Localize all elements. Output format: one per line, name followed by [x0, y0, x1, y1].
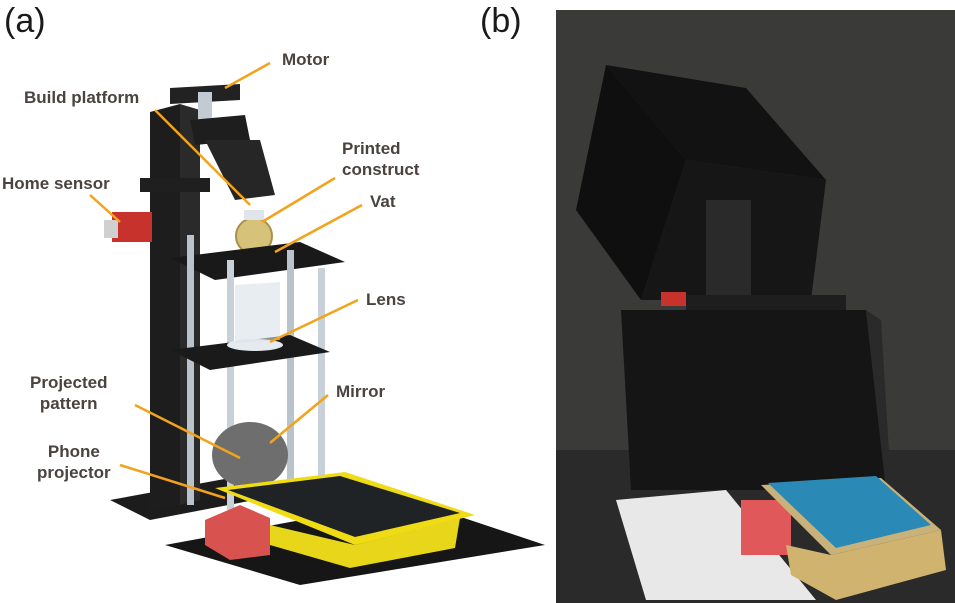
home-sensor-board — [112, 212, 152, 242]
printer-photo — [556, 10, 955, 603]
motor-shaft — [198, 92, 212, 122]
photo-z-axis — [706, 200, 751, 310]
lens-line — [269, 298, 359, 344]
phone-projector-line — [119, 463, 226, 500]
home-sensor-label: Home sensor — [2, 174, 110, 193]
mirror-disc — [212, 422, 288, 488]
rod-left-front — [227, 260, 234, 510]
vat-stage-plate — [170, 242, 345, 280]
photo-phone-case-front — [786, 530, 946, 600]
motor-label: Motor — [282, 50, 330, 69]
printed-construct-label: Printed construct — [342, 139, 420, 179]
mirror-label: Mirror — [336, 382, 386, 401]
callout-lines — [89, 61, 363, 500]
printer-cad-render — [89, 61, 545, 585]
build-platform-line — [154, 109, 251, 206]
home-sensor-line — [89, 194, 121, 223]
light-column — [235, 282, 280, 343]
phone-case-front — [270, 518, 460, 568]
photo-phone-mount — [741, 500, 791, 555]
lens-label: Lens — [366, 290, 406, 309]
vat-label: Vat — [370, 192, 396, 211]
build-platform-plate — [244, 210, 264, 220]
photo-base — [616, 490, 816, 600]
panel-a-label: (a) — [4, 2, 46, 40]
build-platform-label: Build platform — [24, 88, 140, 107]
build-arm — [205, 140, 275, 200]
printed-construct-line — [261, 176, 336, 224]
photo-phone-screen — [768, 476, 931, 548]
vat-line — [274, 203, 363, 254]
lid-side — [576, 65, 686, 300]
projected-pattern-line — [134, 403, 241, 460]
panel-b-label: (b) — [480, 2, 522, 40]
phone-projector-label: Phone projector — [37, 442, 111, 482]
mirror-line — [269, 394, 329, 444]
lid-top — [606, 65, 826, 180]
rod-right-back — [287, 250, 294, 490]
home-sensor-head — [104, 220, 118, 238]
tower-front — [150, 104, 180, 512]
lower-enclosure — [621, 310, 886, 490]
lower-enclosure-side — [866, 310, 891, 490]
projected-pattern-label: Projected pattern — [30, 373, 108, 413]
carriage — [190, 115, 250, 145]
rod-right-front — [318, 268, 325, 498]
phone-mount — [205, 505, 270, 560]
photo-home-sensor — [661, 292, 686, 306]
motor-line — [224, 61, 271, 90]
crossbar — [140, 178, 210, 192]
rod-left-back — [187, 235, 194, 505]
phone-screen — [228, 476, 460, 537]
lens-plate — [170, 335, 330, 370]
